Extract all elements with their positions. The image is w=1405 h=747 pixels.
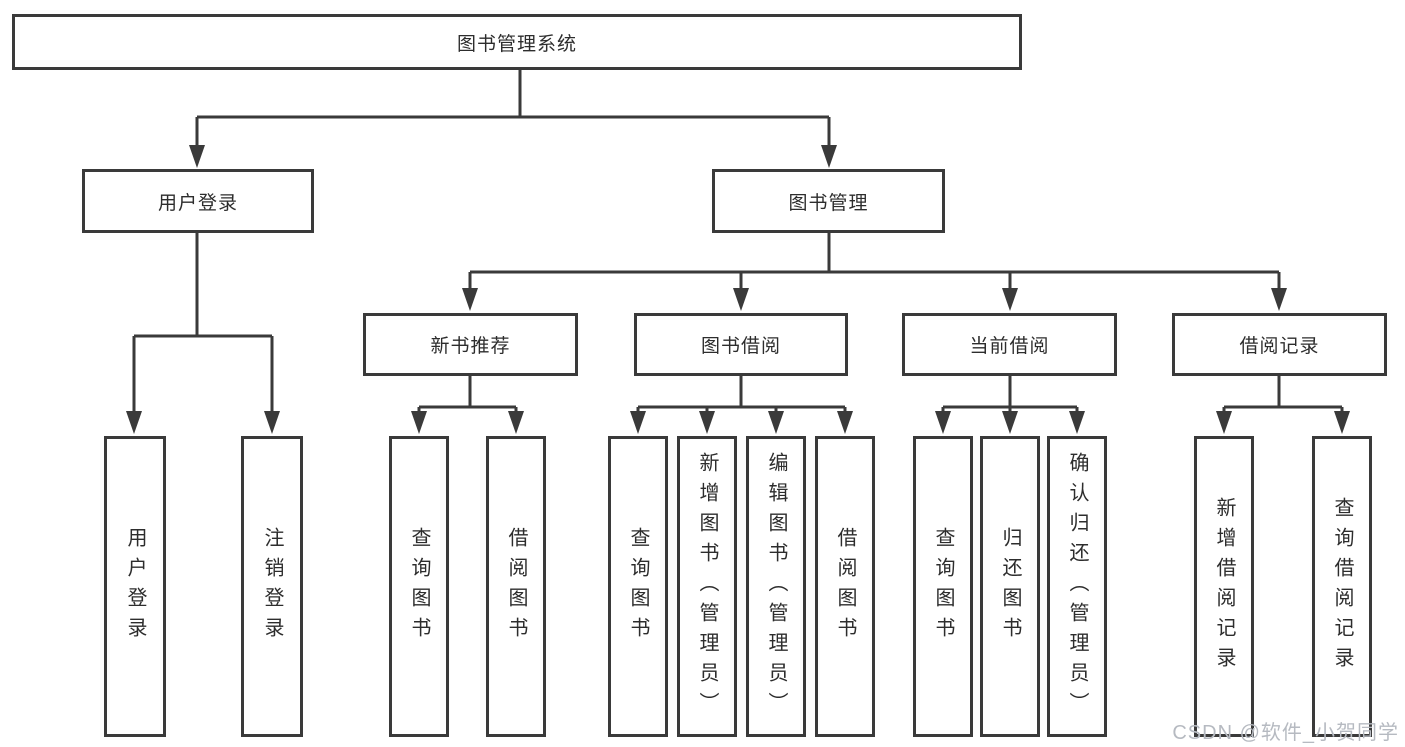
leaf-records-add-record: 新增借阅记录 (1194, 436, 1254, 737)
leaf-user-login: 用户登录 (104, 436, 166, 737)
connector-root-branch (195, 70, 831, 146)
connector-book-borrow-branch (636, 376, 847, 412)
node-book-borrow: 图书借阅 (634, 313, 848, 376)
connector-book-management-branch (468, 233, 1281, 289)
node-new-book-recommend: 新书推荐 (363, 313, 578, 376)
connector-borrow-records-branch (1222, 376, 1344, 412)
node-book-management: 图书管理 (712, 169, 945, 233)
leaf-records-query-record: 查询借阅记录 (1312, 436, 1372, 737)
connector-new-books-branch (417, 376, 518, 412)
node-borrow-records: 借阅记录 (1172, 313, 1387, 376)
leaf-borrow-add-books-admin: 新增图书（管理员） (677, 436, 737, 737)
leaf-current-confirm-return-admin: 确认归还（管理员） (1047, 436, 1107, 737)
leaf-borrow-query-books: 查询图书 (608, 436, 668, 737)
connector-current-borrow-branch (941, 376, 1079, 412)
leaf-current-return-books: 归还图书 (980, 436, 1040, 737)
leaf-newrec-borrow-books: 借阅图书 (486, 436, 546, 737)
connector-user-login-branch (132, 233, 274, 412)
leaf-logout: 注销登录 (241, 436, 303, 737)
leaf-borrow-edit-books-admin: 编辑图书（管理员） (746, 436, 806, 737)
node-current-borrow: 当前借阅 (902, 313, 1117, 376)
node-root: 图书管理系统 (12, 14, 1022, 70)
leaf-borrow-borrow-books: 借阅图书 (815, 436, 875, 737)
csdn-watermark: CSDN @软件_小贺同学 (1172, 722, 1399, 744)
leaf-newrec-query-books: 查询图书 (389, 436, 449, 737)
arrowheads (126, 145, 1350, 434)
node-user-login: 用户登录 (82, 169, 314, 233)
leaf-current-query-books: 查询图书 (913, 436, 973, 737)
